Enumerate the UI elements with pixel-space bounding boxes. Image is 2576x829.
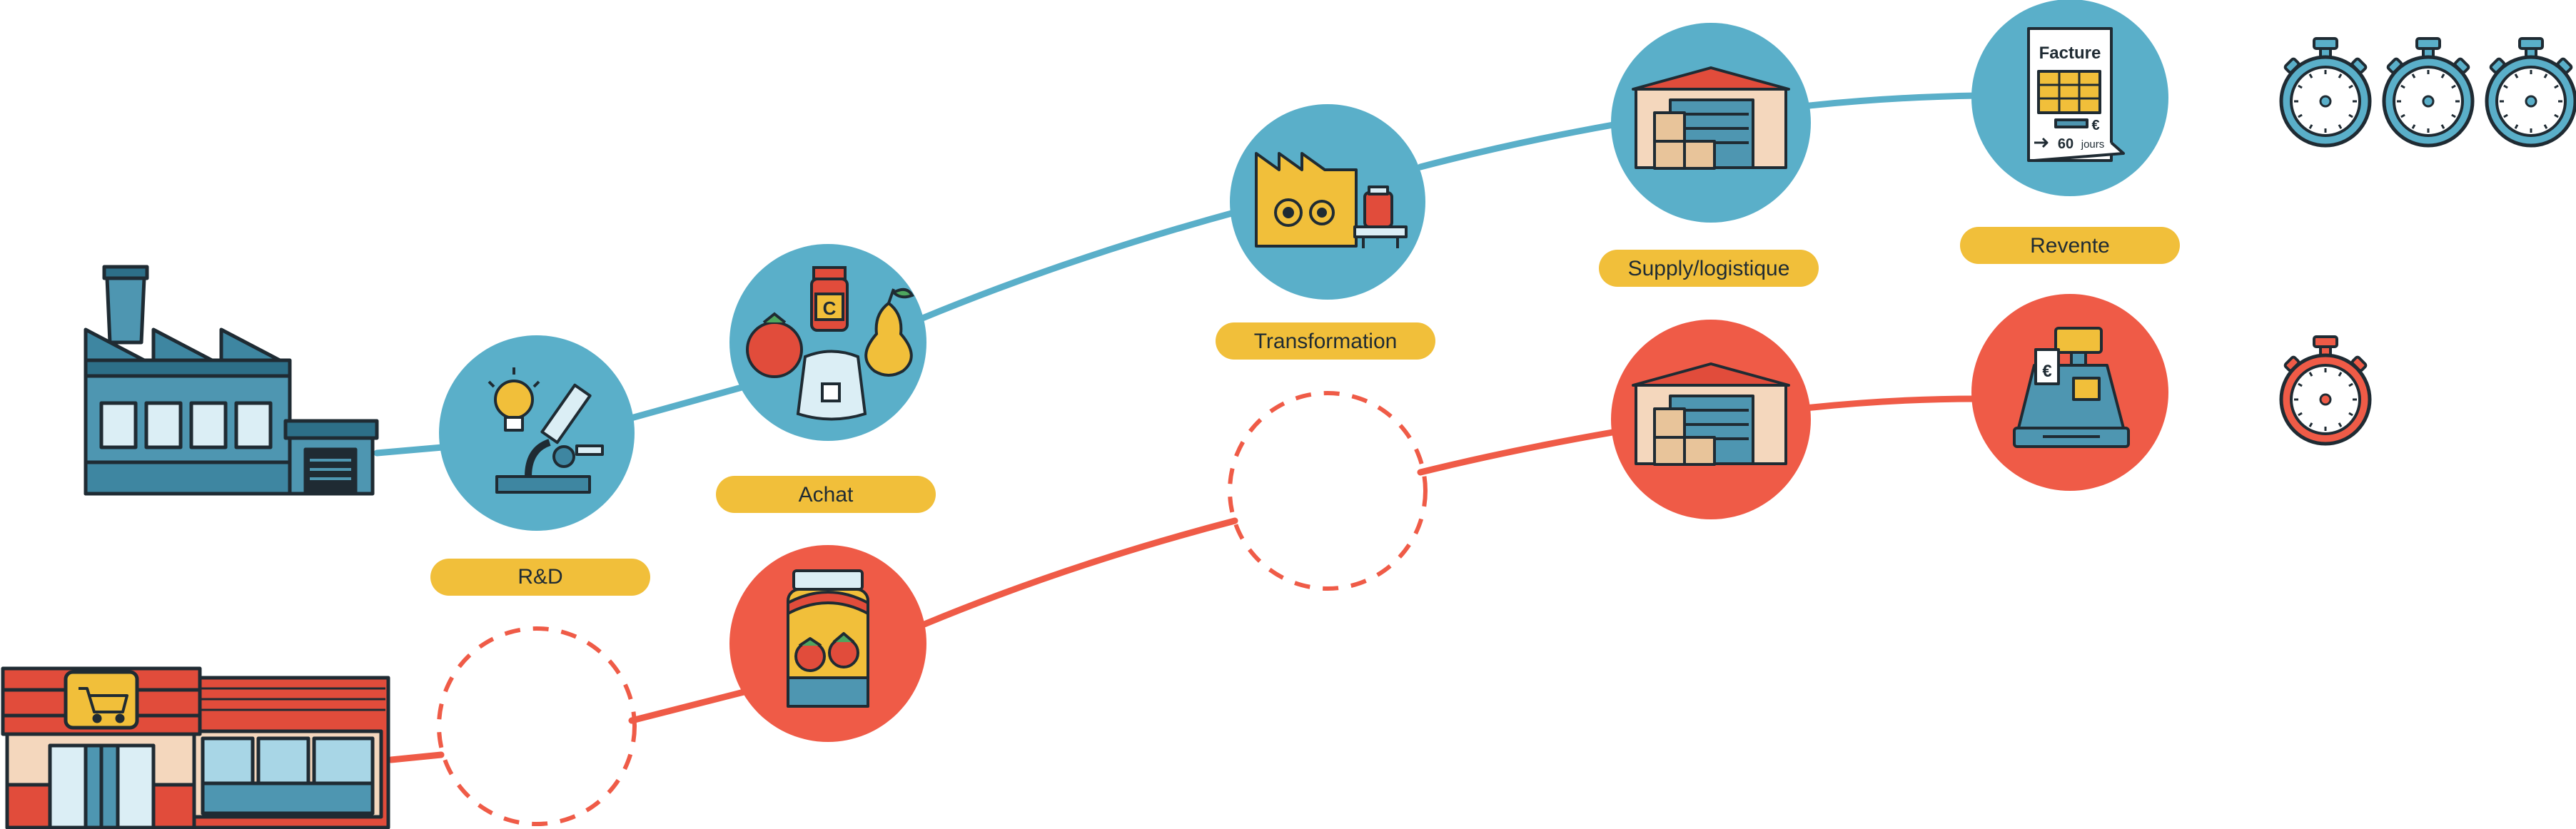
transformation-empty-node xyxy=(1228,391,1428,591)
warehouse-icon-red xyxy=(1632,362,1790,466)
stopwatch-icon xyxy=(2485,37,2576,148)
supply-warehouse-red-node xyxy=(1611,320,1811,519)
register-currency: € xyxy=(2042,362,2051,381)
stopwatch-icon xyxy=(2382,37,2475,148)
sugar-bag-icon xyxy=(796,350,867,421)
stopwatch-icon xyxy=(2279,335,2372,446)
svg-text:Achat: Achat xyxy=(799,483,854,507)
store-icon xyxy=(1,666,390,829)
invoice-currency: € xyxy=(2091,118,2099,133)
transformation-node xyxy=(1230,104,1425,300)
vitamin-bottle-icon: C xyxy=(810,266,849,332)
jar-node xyxy=(729,545,926,742)
stage-label-supply: Supply/logistique xyxy=(1599,250,1819,287)
microscope-icon xyxy=(495,383,604,494)
rd-node xyxy=(439,335,635,531)
stopwatch-icon xyxy=(2279,37,2372,148)
invoice-icon xyxy=(2027,27,2125,162)
stopwatches-bottom xyxy=(2279,335,2372,446)
pear-icon xyxy=(864,288,914,377)
svg-text:Revente: Revente xyxy=(2030,234,2110,258)
svg-text:C: C xyxy=(823,297,837,319)
stopwatches-top xyxy=(2279,37,2576,148)
warehouse-icon xyxy=(1632,66,1790,170)
invoice-days: 60 xyxy=(2058,136,2074,152)
stage-label-revente: Revente xyxy=(1960,227,2180,264)
stage-label-transformation: Transformation xyxy=(1216,322,1435,360)
cash-register-icon xyxy=(2013,327,2130,448)
stage-label-achat: Achat xyxy=(716,476,936,513)
red-flow-line xyxy=(388,395,1981,763)
factory-icon xyxy=(84,265,379,496)
svg-text:R&D: R&D xyxy=(517,565,562,589)
invoice-title: Facture xyxy=(2039,44,2101,63)
factory-gears-icon xyxy=(1255,152,1408,248)
rd-empty-node xyxy=(437,626,637,826)
svg-text:Transformation: Transformation xyxy=(1254,330,1398,353)
blue-flow-line xyxy=(373,92,1981,457)
lightbulb-icon xyxy=(488,367,540,432)
revente-node: Facture € 60 jours xyxy=(1971,0,2168,196)
revente-register-node: € xyxy=(1971,294,2168,491)
tomato-icon xyxy=(746,312,803,378)
stage-label-rd: R&D xyxy=(430,559,650,596)
invoice-days-unit: jours xyxy=(2081,138,2105,151)
jar-icon xyxy=(787,569,869,708)
supply-node xyxy=(1611,23,1811,223)
svg-text:Supply/logistique: Supply/logistique xyxy=(1628,257,1790,280)
achat-node: C xyxy=(729,244,926,441)
